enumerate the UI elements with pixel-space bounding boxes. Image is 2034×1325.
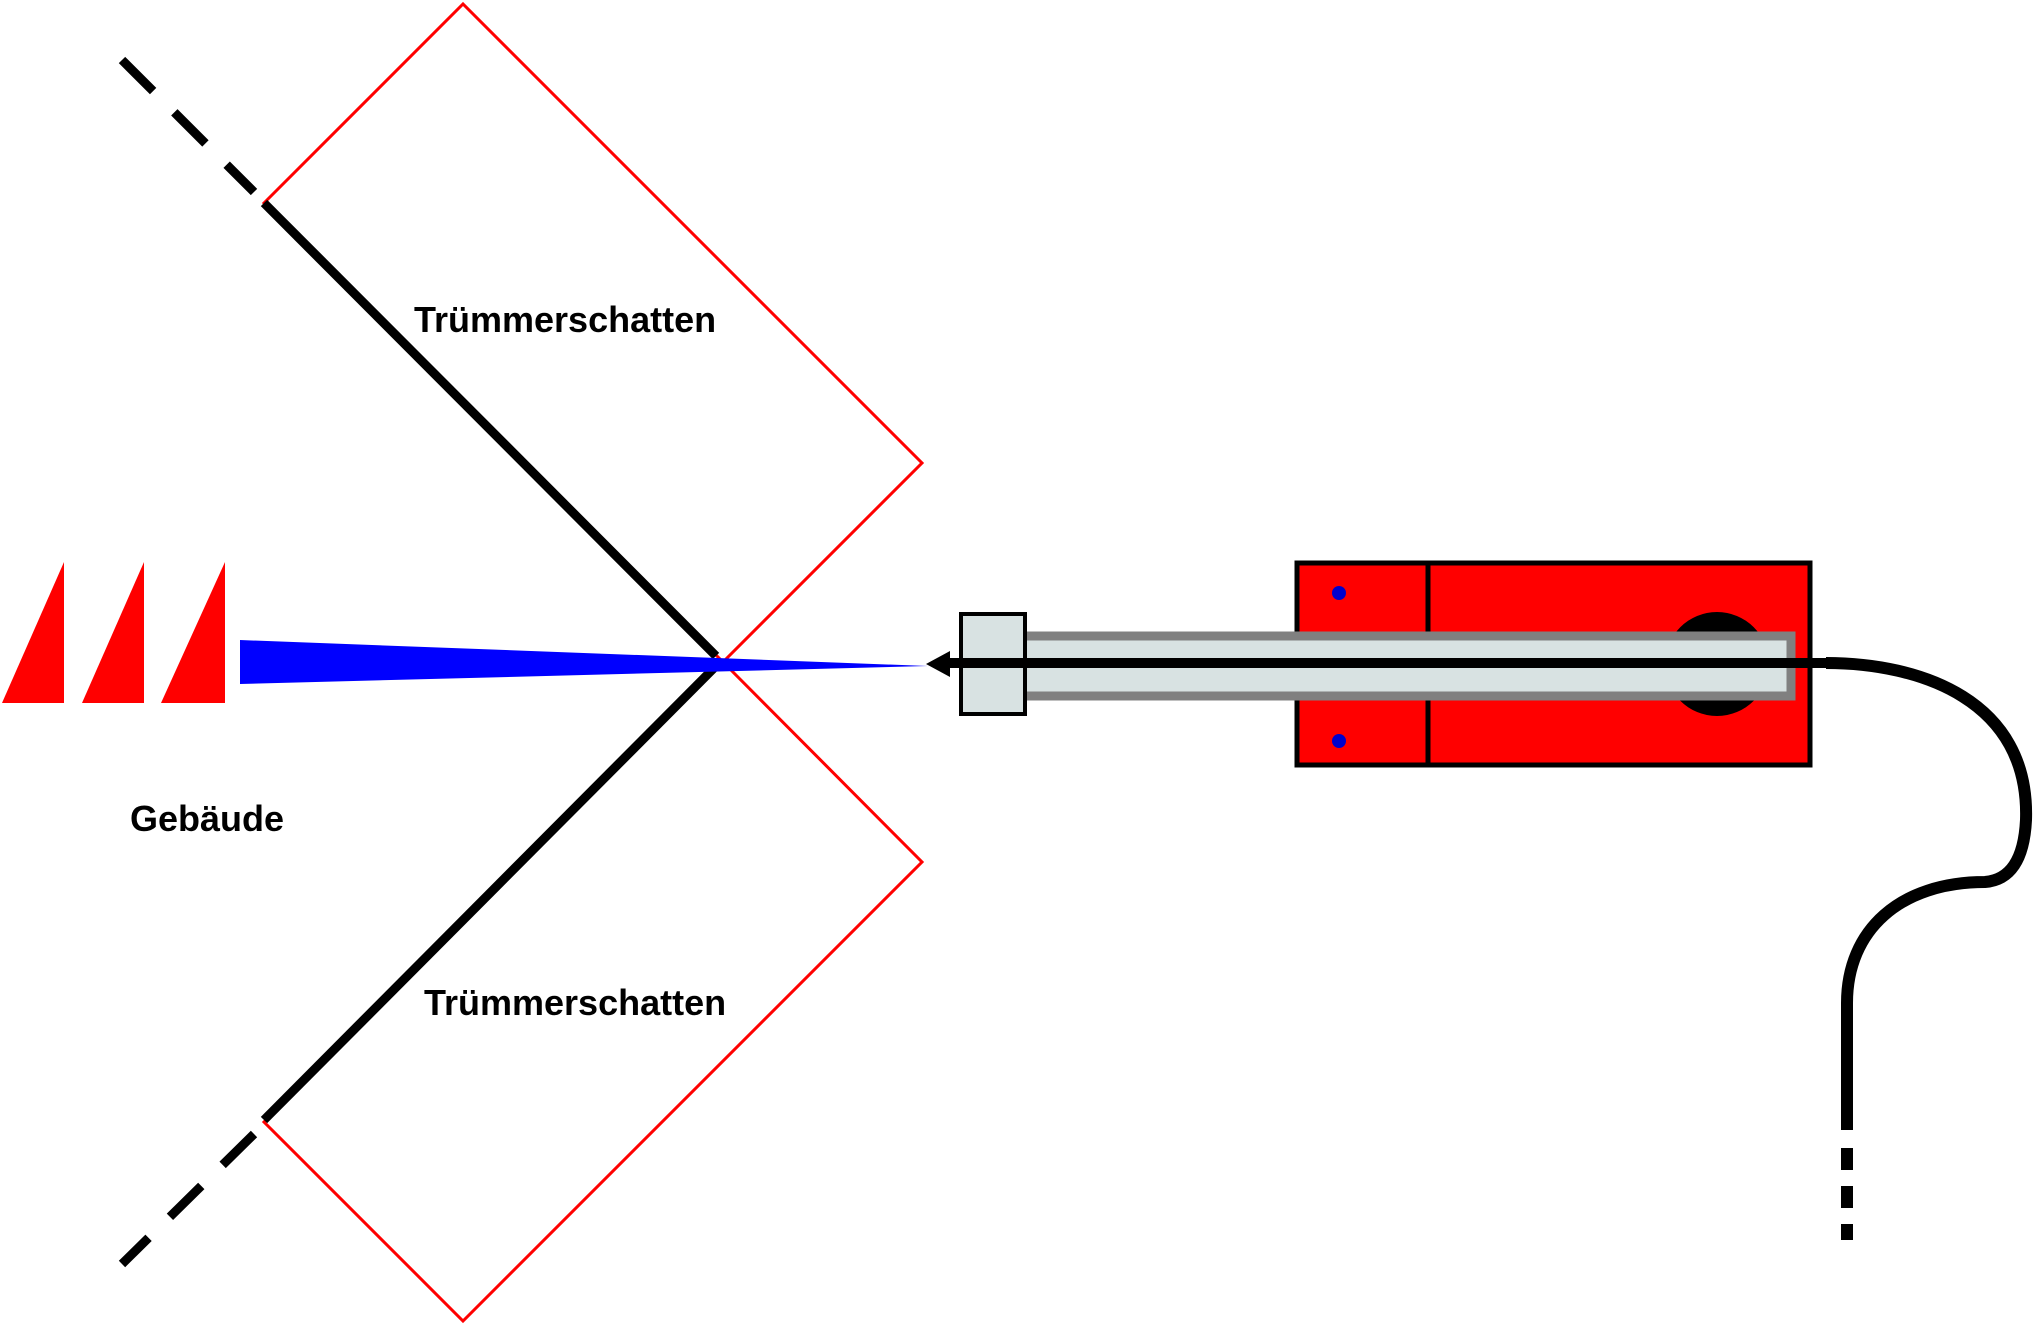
supply-hose	[1825, 657, 2033, 1130]
label-shadow-bottom: Trümmerschatten	[424, 982, 726, 1023]
water-jet	[240, 640, 928, 684]
wall-dashed-top	[118, 56, 258, 196]
label-shadow-top: Trümmerschatten	[414, 299, 716, 340]
arrow-head-icon	[926, 651, 950, 677]
wall-dashed-bottom	[118, 1130, 258, 1268]
marker-dot-icon	[1332, 586, 1346, 600]
wall-line-bottom	[260, 662, 720, 1124]
marker-dot-icon	[1332, 734, 1346, 748]
red-triangle-icon	[82, 562, 144, 703]
wall-line-top	[260, 199, 720, 660]
red-triangle-icon	[161, 562, 225, 703]
red-triangle-icon	[2, 562, 64, 703]
label-building: Gebäude	[130, 798, 284, 839]
